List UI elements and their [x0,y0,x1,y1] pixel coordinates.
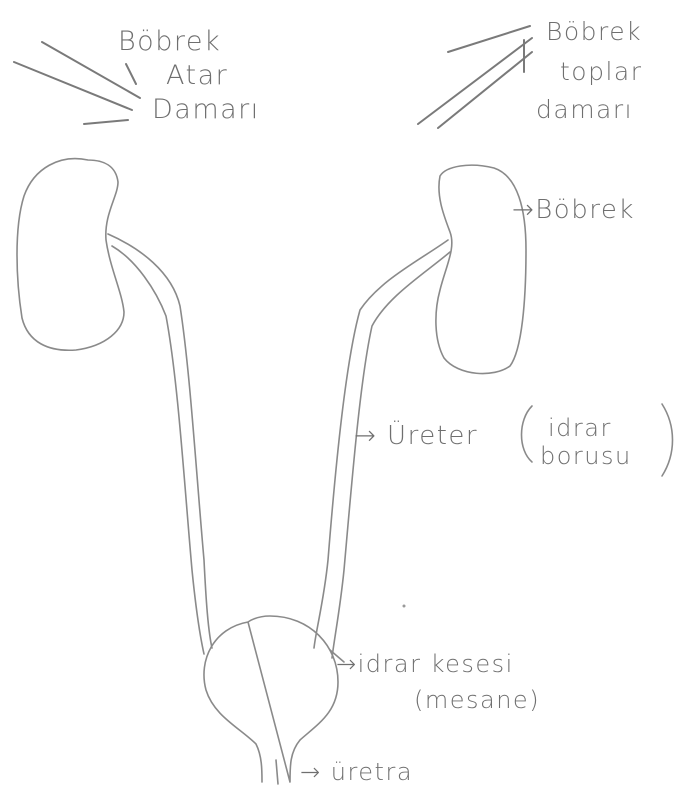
ureter-bracket-right [662,404,673,476]
renal-artery-label-3: Damarı [152,94,260,125]
kidney-label: →Böbrek [512,195,635,225]
left-ureter [108,234,212,654]
bladder-label-1: →idrar kesesi [336,650,514,678]
renal-vein-lines [418,26,532,128]
renal-vein-label-2: toplar [560,57,643,86]
left-kidney [17,159,124,351]
renal-artery-label-2: Atar [166,60,228,91]
stray-dot [403,605,406,608]
ureter-alt-label-2: borusu [540,442,632,470]
bladder-label-2: (mesane) [414,686,540,714]
renal-vein-label-3: damarı [536,95,633,124]
renal-artery-label-1: Böbrek [118,26,221,57]
urethra-label: → üretra [300,758,413,786]
ureter-bracket-left [522,406,533,462]
ureter-alt-label-1: idrar [548,414,612,442]
ureter-label: → Üreter [354,419,478,451]
renal-vein-label-1: Böbrek [546,17,642,46]
